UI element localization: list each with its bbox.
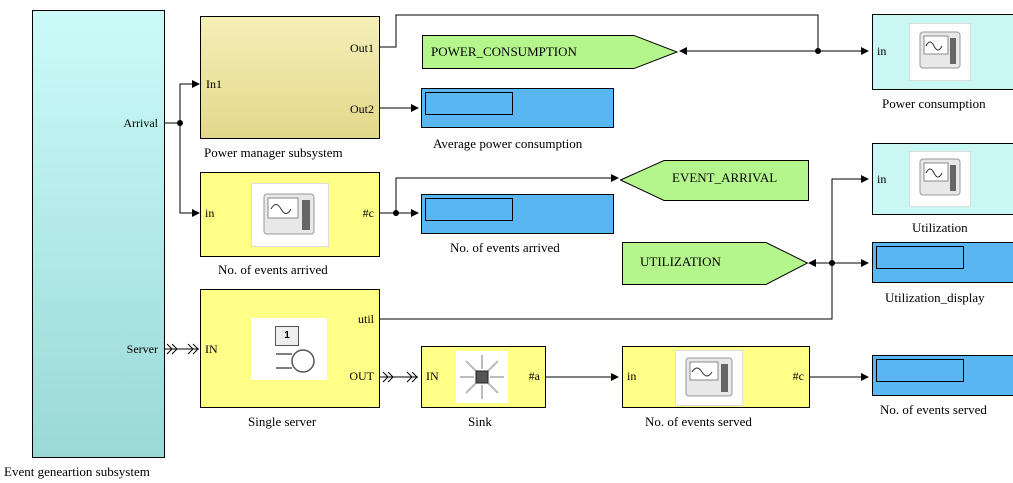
arrivals-display[interactable] bbox=[421, 194, 614, 234]
utilization-scope-label: Utilization bbox=[912, 220, 968, 235]
event-generation-subsystem-label: Event geneartion subsystem bbox=[4, 464, 150, 479]
server-icon: 1 bbox=[251, 318, 327, 380]
utilization-scope-in-label: in bbox=[877, 172, 887, 186]
server-util-label: util bbox=[357, 312, 374, 326]
served-out-label: #c bbox=[792, 369, 804, 383]
sink-in-label: IN bbox=[426, 369, 439, 383]
avg-power-display-label: Average power consumption bbox=[433, 136, 583, 151]
sink-out-label: #a bbox=[528, 369, 540, 383]
sink[interactable]: IN #a bbox=[421, 346, 546, 408]
server-circle-icon bbox=[276, 349, 315, 373]
utilization-tag-text: UTILIZATION bbox=[640, 254, 721, 269]
utilization-tag[interactable] bbox=[622, 242, 808, 285]
power-consumption-scope[interactable]: in bbox=[872, 14, 1013, 90]
served-scope-icon bbox=[675, 350, 743, 406]
arrivals-out-label: #c bbox=[362, 206, 374, 220]
utilization-value-box bbox=[876, 246, 964, 269]
event-arrival-tag[interactable] bbox=[620, 160, 809, 201]
served-value-box bbox=[876, 359, 964, 382]
out2-port-label: Out2 bbox=[350, 102, 374, 116]
scope-icon bbox=[909, 23, 971, 81]
power-consumption-tag-text: POWER_CONSUMPTION bbox=[431, 44, 577, 59]
in1-port-label: In1 bbox=[206, 77, 222, 91]
arrivals-counter-label: No. of events arrived bbox=[218, 262, 328, 277]
power-scope-label: Power consumption bbox=[882, 96, 986, 111]
out1-port-label: Out1 bbox=[350, 41, 374, 55]
sink-label: Sink bbox=[468, 414, 492, 429]
utilization-display-label: Utilization_display bbox=[885, 290, 985, 305]
server-queue-box: 1 bbox=[275, 326, 299, 346]
arrivals-value-box bbox=[425, 198, 513, 221]
power-consumption-tag[interactable] bbox=[422, 35, 678, 69]
avg-power-value-box bbox=[425, 92, 513, 115]
power-manager-label: Power manager subsystem bbox=[204, 145, 343, 160]
served-in-label: in bbox=[627, 369, 637, 383]
single-server[interactable]: IN util OUT 1 bbox=[200, 289, 380, 408]
event-arrival-tag-text: EVENT_ARRIVAL bbox=[672, 170, 778, 185]
power-scope-in-label: in bbox=[877, 44, 887, 58]
utilization-scope[interactable]: in bbox=[872, 143, 1013, 215]
avg-power-display[interactable] bbox=[421, 88, 614, 128]
served-display-label: No. of events served bbox=[880, 402, 987, 417]
sink-icon bbox=[456, 351, 508, 403]
counter-scope-icon bbox=[251, 183, 329, 247]
utilization-display[interactable] bbox=[872, 242, 1013, 283]
single-server-label: Single server bbox=[248, 414, 317, 429]
arrivals-counter[interactable]: in #c bbox=[200, 172, 380, 257]
event-generation-subsystem[interactable]: Arrival Server bbox=[32, 10, 165, 458]
server-port-label: Server bbox=[126, 342, 158, 356]
served-counter-label: No. of events served bbox=[645, 414, 752, 429]
arrivals-display-label: No. of events arrived bbox=[450, 240, 560, 255]
served-counter[interactable]: in #c bbox=[622, 346, 810, 408]
arrival-port-label: Arrival bbox=[123, 116, 158, 130]
power-manager-subsystem[interactable]: In1 Out1 Out2 bbox=[200, 16, 380, 139]
served-display[interactable] bbox=[872, 355, 1013, 396]
server-out-label: OUT bbox=[349, 369, 374, 383]
server-in-label: IN bbox=[205, 342, 218, 356]
arrivals-in-label: in bbox=[205, 206, 215, 220]
utilization-scope-icon bbox=[909, 151, 971, 207]
